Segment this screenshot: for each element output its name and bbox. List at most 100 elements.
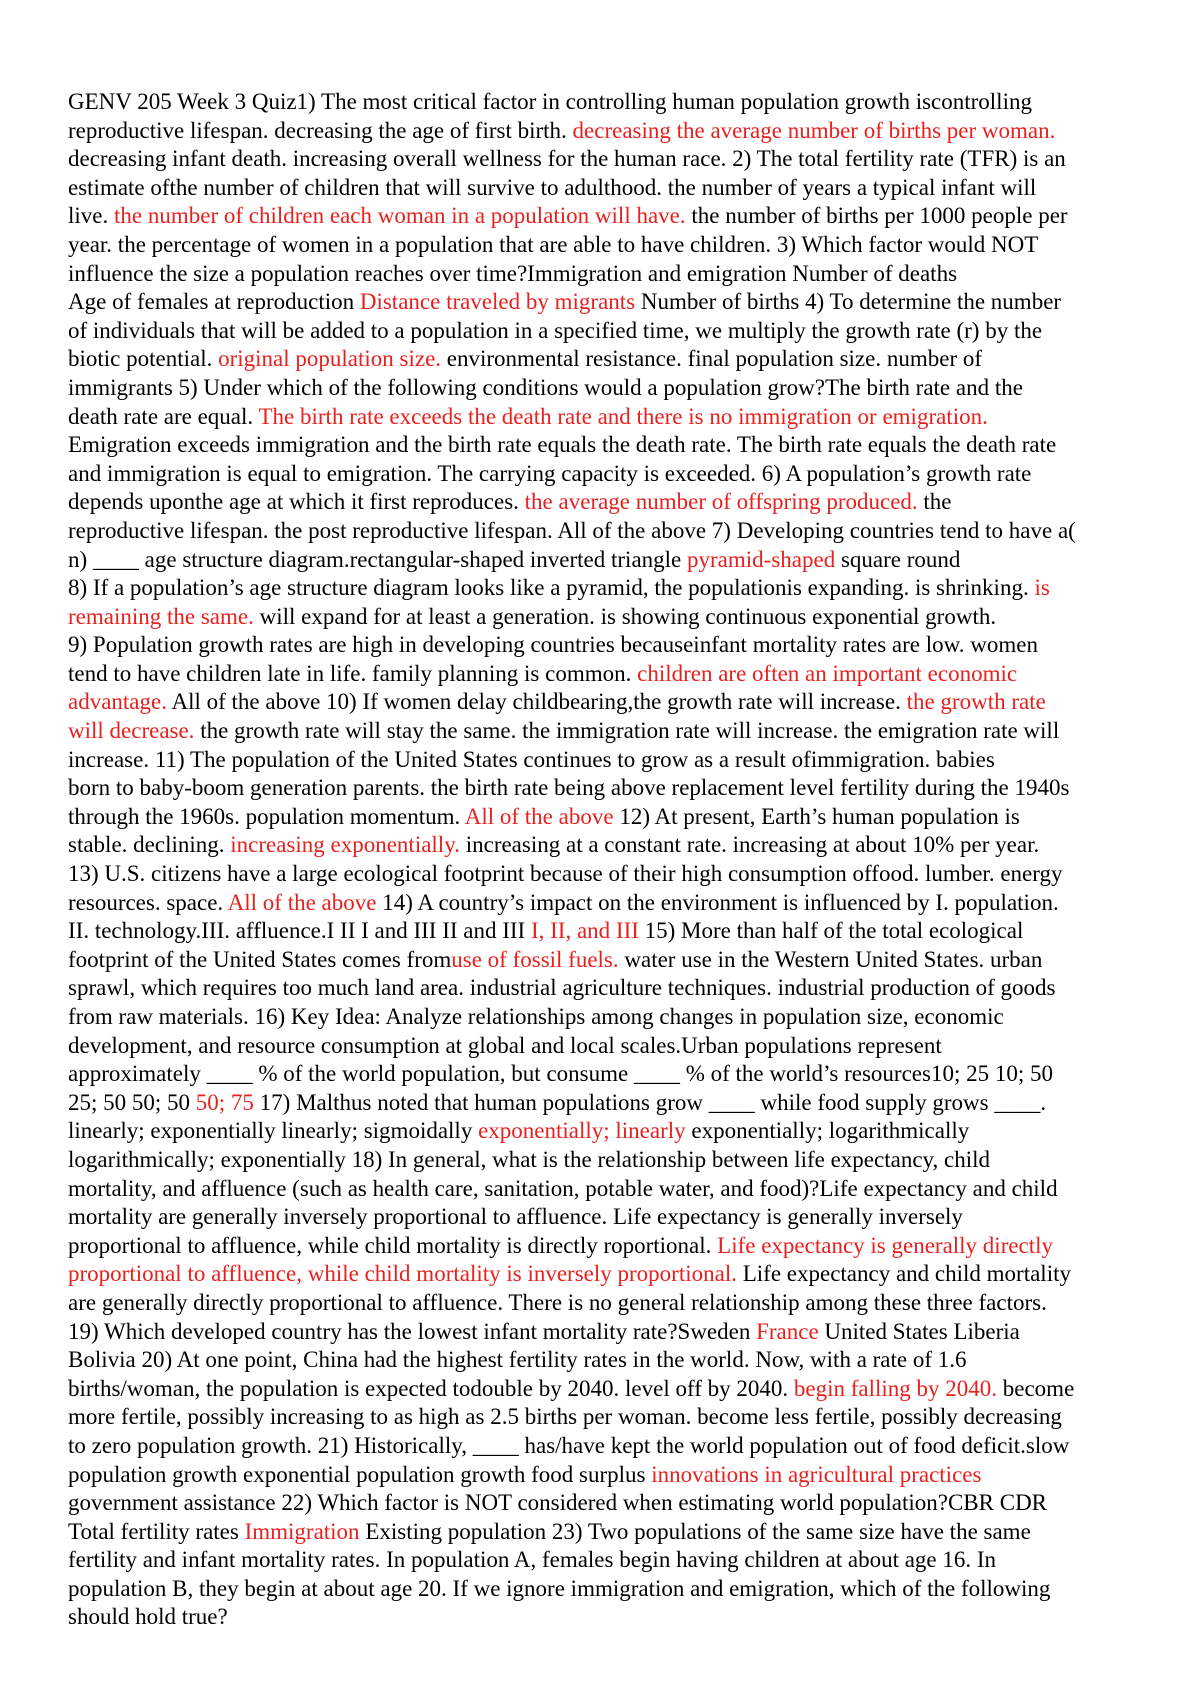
text-line: footprint of the United States comes fro… (68, 946, 1128, 975)
question-text: 12) At present, Earth’s human population… (613, 803, 1020, 829)
text-line: influence the size a population reaches … (68, 260, 1128, 289)
text-line: are generally directly proportional to a… (68, 1289, 1128, 1318)
question-text: of individuals that will be added to a p… (68, 317, 1043, 343)
quiz-document: GENV 205 Week 3 Quiz1) The most critical… (68, 88, 1128, 1632)
answer-highlight: I, II, and III (530, 918, 639, 944)
question-text: reproductive lifespan. the post reproduc… (68, 517, 1076, 543)
question-text: tend to have children late in life. fami… (68, 660, 638, 686)
question-text: will expand for at least a generation. i… (253, 603, 997, 629)
text-line: reproductive lifespan. decreasing the ag… (68, 117, 1128, 146)
answer-highlight: begin falling by 2040. (793, 1375, 998, 1401)
question-text: Bolivia 20) At one point, China had the … (68, 1347, 967, 1373)
answer-highlight: Immigration (244, 1518, 360, 1544)
question-text: stable. declining. (68, 832, 231, 858)
question-text: are generally directly proportional to a… (68, 1289, 1047, 1315)
question-text: square round (835, 546, 961, 572)
question-text: death rate are equal. (68, 403, 259, 429)
answer-highlight: pyramid-shaped (687, 546, 836, 572)
text-line: 9) Population growth rates are high in d… (68, 631, 1128, 660)
text-line: more fertile, possibly increasing to as … (68, 1403, 1128, 1432)
question-text: water use in the Western United States. … (618, 946, 1043, 972)
text-line: depends uponthe age at which it first re… (68, 488, 1128, 517)
question-text: logarithmically; exponentially 18) In ge… (68, 1146, 991, 1172)
question-text: biotic potential. (68, 346, 219, 372)
question-text: II. technology.III. affluence.I II I and… (68, 918, 531, 944)
answer-highlight: exponentially; linearly (478, 1118, 686, 1144)
question-text: 14) A country’s impact on the environmen… (376, 889, 1059, 915)
answer-highlight: Distance traveled by migrants (359, 289, 636, 315)
text-line: births/woman, the population is expected… (68, 1375, 1128, 1404)
text-line: estimate ofthe number of children that w… (68, 174, 1128, 203)
text-line: resources. space. All of the above 14) A… (68, 889, 1128, 918)
text-line: of individuals that will be added to a p… (68, 317, 1128, 346)
text-line: remaining the same. will expand for at l… (68, 603, 1128, 632)
question-text: more fertile, possibly increasing to as … (68, 1404, 1062, 1430)
question-text: immigrants 5) Under which of the followi… (68, 374, 1023, 400)
answer-highlight: 50; 75 (195, 1089, 254, 1115)
text-line: development, and resource consumption at… (68, 1032, 1128, 1061)
text-line: mortality, and affluence (such as health… (68, 1175, 1128, 1204)
text-line: tend to have children late in life. fami… (68, 660, 1128, 689)
text-line: reproductive lifespan. the post reproduc… (68, 517, 1128, 546)
question-text: through the 1960s. population momentum. (68, 803, 465, 829)
question-text: 8) If a population’s age structure diagr… (68, 575, 1035, 601)
text-line: biotic potential. original population si… (68, 345, 1128, 374)
answer-highlight: decreasing the average number of births … (572, 117, 1056, 143)
answer-highlight: The birth rate exceeds the death rate an… (258, 403, 988, 429)
text-line: immigrants 5) Under which of the followi… (68, 374, 1128, 403)
question-text: development, and resource consumption at… (68, 1032, 942, 1058)
answer-highlight: children are often an important economic (637, 660, 1018, 686)
answer-highlight: All of the above (464, 803, 614, 829)
question-text: reproductive lifespan. decreasing the ag… (68, 117, 573, 143)
question-text: mortality are generally inversely propor… (68, 1204, 963, 1230)
text-line: government assistance 22) Which factor i… (68, 1489, 1128, 1518)
question-text: population B, they begin at about age 20… (68, 1575, 1051, 1601)
question-text: approximately ____ % of the world popula… (68, 1061, 1053, 1087)
question-text: 25; 50 50; 50 (68, 1089, 196, 1115)
question-text: Life expectancy and child mortality (736, 1261, 1071, 1287)
text-line: 25; 50 50; 50 50; 75 17) Malthus noted t… (68, 1089, 1128, 1118)
text-line: sprawl, which requires too much land are… (68, 974, 1128, 1003)
text-line: to zero population growth. 21) Historica… (68, 1432, 1128, 1461)
text-line: population B, they begin at about age 20… (68, 1575, 1128, 1604)
question-text: should hold true? (68, 1604, 228, 1630)
question-text: footprint of the United States comes fro… (68, 946, 452, 972)
question-text: the (917, 489, 952, 515)
text-line: Total fertility rates Immigration Existi… (68, 1518, 1128, 1547)
text-line: n) ____ age structure diagram.rectangula… (68, 546, 1128, 575)
text-line: 13) U.S. citizens have a large ecologica… (68, 860, 1128, 889)
question-text: sprawl, which requires too much land are… (68, 975, 1056, 1001)
question-text: 19) Which developed country has the lowe… (68, 1318, 757, 1344)
text-line: from raw materials. 16) Key Idea: Analyz… (68, 1003, 1128, 1032)
text-line: and immigration is equal to emigration. … (68, 460, 1128, 489)
question-text: year. the percentage of women in a popul… (68, 231, 1039, 257)
question-text: exponentially; logarithmically (685, 1118, 970, 1144)
text-line: live. the number of children each woman … (68, 202, 1128, 231)
question-text: increase. 11) The population of the Unit… (68, 746, 995, 772)
question-text: government assistance 22) Which factor i… (68, 1490, 1048, 1516)
text-line: Age of females at reproduction Distance … (68, 288, 1128, 317)
text-line: GENV 205 Week 3 Quiz1) The most critical… (68, 88, 1128, 117)
question-text: proportional to affluence, while child m… (68, 1232, 718, 1258)
text-line: linearly; exponentially linearly; sigmoi… (68, 1117, 1128, 1146)
question-text: population growth exponential population… (68, 1461, 652, 1487)
question-text: from raw materials. 16) Key Idea: Analyz… (68, 1004, 1004, 1029)
question-text: 9) Population growth rates are high in d… (68, 632, 1038, 658)
text-line: approximately ____ % of the world popula… (68, 1060, 1128, 1089)
text-line: II. technology.III. affluence.I II I and… (68, 917, 1128, 946)
question-text: resources. space. (68, 889, 228, 915)
text-line: decreasing infant death. increasing over… (68, 145, 1128, 174)
text-line: through the 1960s. population momentum. … (68, 803, 1128, 832)
text-line: 8) If a population’s age structure diagr… (68, 574, 1128, 603)
question-text: the growth rate will stay the same. the … (194, 718, 1060, 744)
answer-highlight: use of fossil fuels. (451, 946, 619, 972)
question-text: United States Liberia (818, 1318, 1020, 1344)
text-line: proportional to affluence, while child m… (68, 1260, 1128, 1289)
question-text: All of the above 10) If women delay chil… (166, 689, 907, 715)
text-line: proportional to affluence, while child m… (68, 1232, 1128, 1261)
text-line: death rate are equal. The birth rate exc… (68, 403, 1128, 432)
answer-highlight: remaining the same. (68, 603, 254, 629)
question-text: mortality, and affluence (such as health… (68, 1175, 1058, 1201)
text-line: will decrease. the growth rate will stay… (68, 717, 1128, 746)
answer-highlight: advantage. (68, 689, 167, 715)
